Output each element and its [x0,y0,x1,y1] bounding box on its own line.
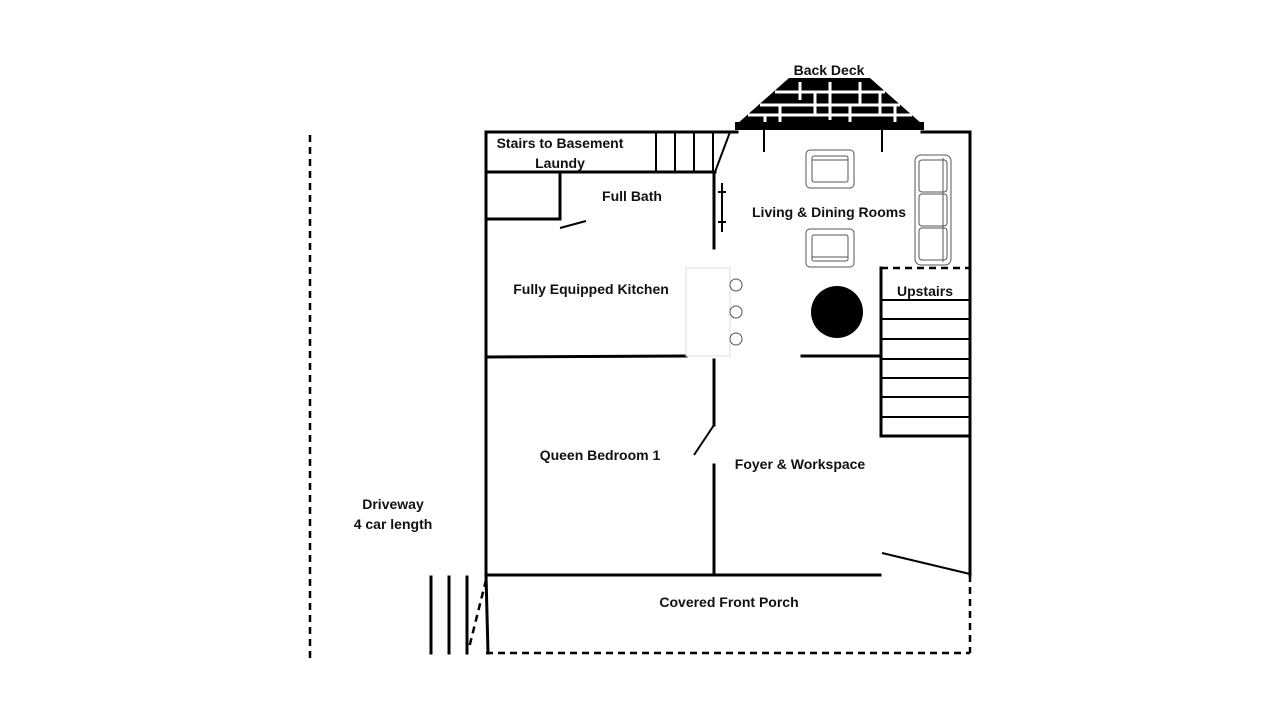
covered-front-porch [429,573,972,655]
upstairs-label: Upstairs [897,283,953,299]
living-dining-label: Living & Dining Rooms [752,204,906,220]
round-table [811,286,863,338]
basement-stairs [655,131,731,173]
bedroom-label: Queen Bedroom 1 [540,447,661,463]
front-porch-label: Covered Front Porch [659,594,798,610]
armchair-top [805,149,855,189]
upstairs-staircase [879,266,972,438]
full-bath-label: Full Bath [602,188,662,204]
driveway-label: Driveway [362,496,424,512]
sofa [914,154,952,266]
exterior-walls [484,130,972,577]
stairs-basement-label: Stairs to Basement [497,135,624,151]
back-deck [735,78,924,130]
laundry-label: Laundy [535,155,585,171]
driveway-note-label: 4 car length [354,516,433,532]
interior-walls [484,170,971,577]
armchair-bottom [805,228,855,268]
kitchen-island [685,267,743,357]
foyer-label: Foyer & Workspace [735,456,866,472]
kitchen-label: Fully Equipped Kitchen [513,281,669,297]
back-deck-label: Back Deck [794,62,865,78]
